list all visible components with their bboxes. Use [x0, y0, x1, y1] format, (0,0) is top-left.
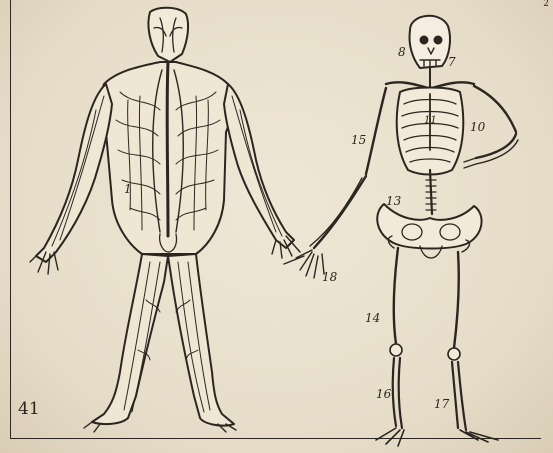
label-15: 15 [351, 134, 366, 146]
label-11: 11 [424, 116, 437, 126]
label-7: 7 [448, 56, 456, 68]
label-8: 8 [398, 46, 406, 58]
label-14: 14 [365, 312, 380, 324]
label-17: 17 [434, 398, 449, 410]
skeleton-figure [284, 16, 518, 446]
label-16: 16 [376, 388, 391, 400]
label-10: 10 [470, 121, 485, 133]
plate-number: 41 [18, 401, 40, 418]
label-13: 13 [386, 195, 401, 207]
vascular-figure [30, 8, 300, 432]
label-1: 1 [124, 183, 132, 195]
label-18: 18 [322, 271, 337, 283]
corner-mark: 2 [543, 0, 549, 9]
